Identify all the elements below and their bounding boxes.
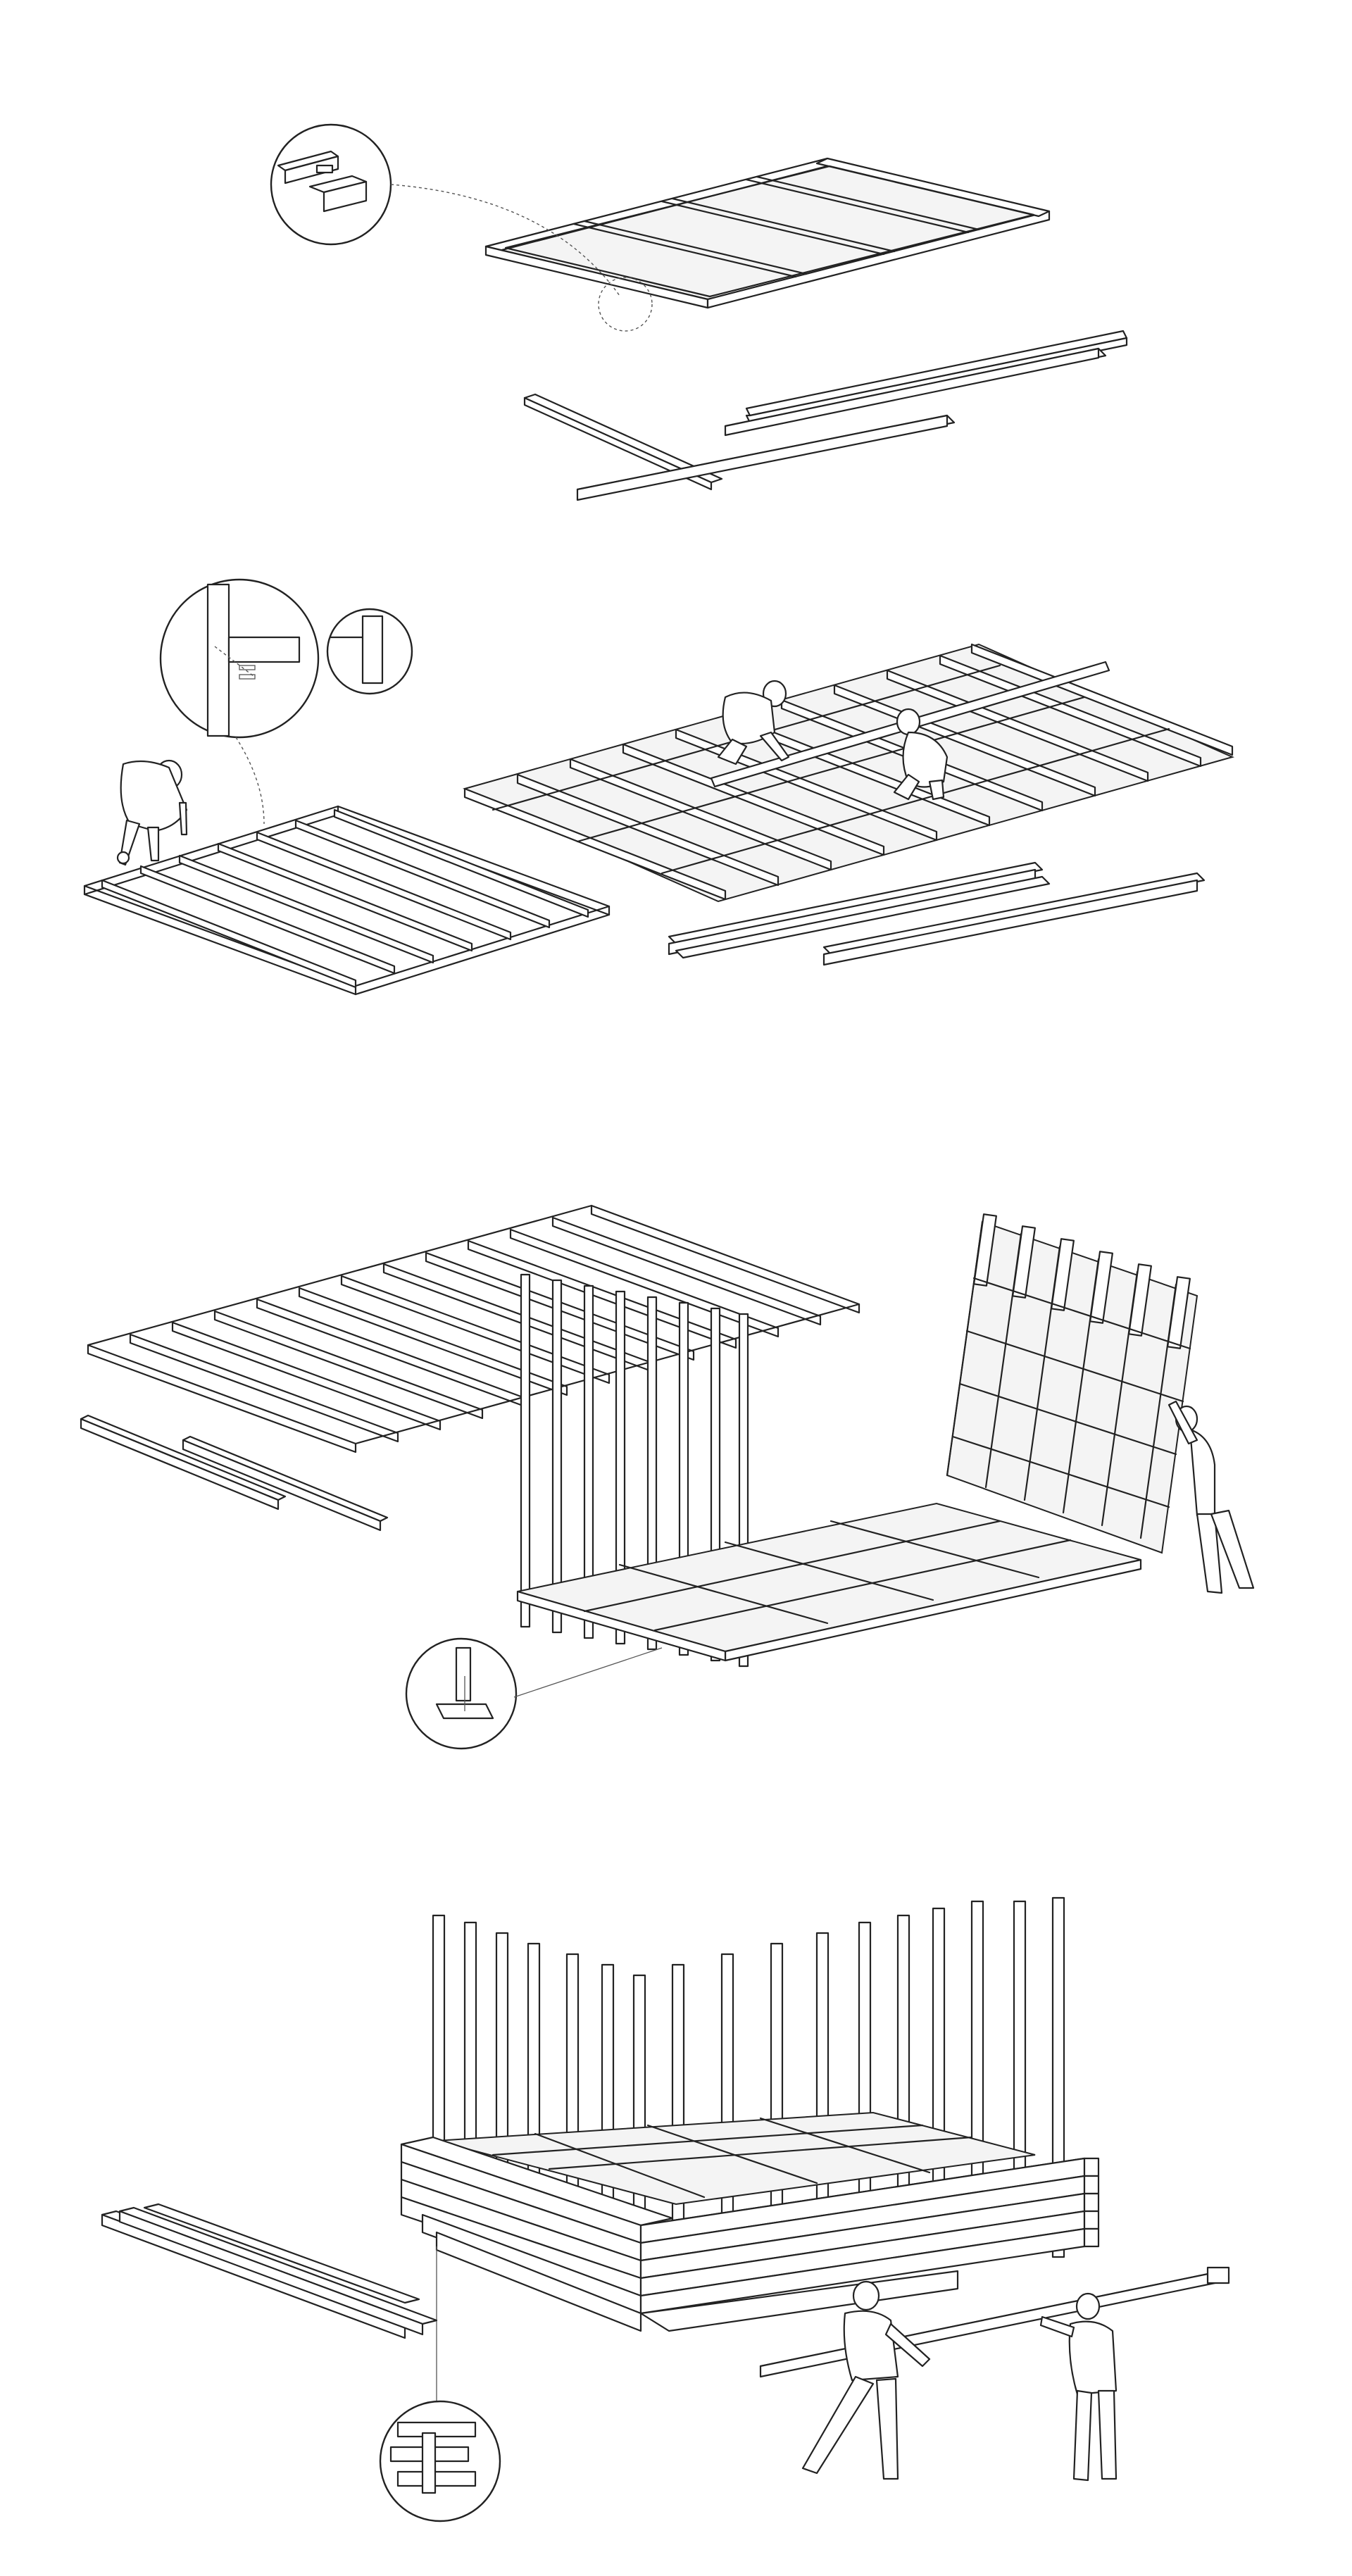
- worker-bending-left: [116, 759, 188, 866]
- detail-callout-stud-fastener: [159, 578, 320, 825]
- step-3-raise-walls: [80, 1204, 1255, 1750]
- stacked-beam-wall-left: [400, 2136, 674, 2332]
- step-2-wall-ladders: [83, 578, 1234, 996]
- detail-callout-stud-end: [326, 608, 413, 695]
- tilting-wall-frame: [946, 1213, 1198, 1554]
- worker-pushing-wall: [1168, 1400, 1255, 1594]
- floor-panel: [484, 157, 1051, 309]
- loose-beams-left: [101, 2203, 438, 2339]
- step-1-floor-frame: [270, 123, 1128, 501]
- ladder-rails-left: [101, 808, 589, 989]
- roof-rails: [87, 1204, 860, 1453]
- loose-boards-step-2: [668, 861, 1206, 966]
- floor-base-step-3: [516, 1502, 1142, 1662]
- worker-carrying-right: [1039, 2292, 1118, 2482]
- worker-kneeling-2: [893, 708, 949, 801]
- detail-callout-beam-joint: [379, 2400, 501, 2522]
- detail-callout-corner-joint: [270, 123, 653, 332]
- worker-carrying-left: [801, 2280, 931, 2480]
- detail-callout-wall-base-joint: [405, 1637, 663, 1750]
- ladder-frame-right: [463, 643, 1234, 903]
- loose-boards-step-3: [80, 1414, 389, 1532]
- floor-grid-step-4: [436, 2111, 1036, 2206]
- loose-boards-step-1: [523, 330, 1128, 501]
- worker-kneeling-1: [717, 680, 790, 765]
- beam-ends: [1083, 2157, 1100, 2248]
- stacked-beam-wall-front: [639, 2157, 1100, 2332]
- roof-ladder-frame: [87, 1204, 860, 1453]
- ladder-frame-left: [83, 805, 611, 996]
- step-4-stack-beams: [101, 1896, 1230, 2522]
